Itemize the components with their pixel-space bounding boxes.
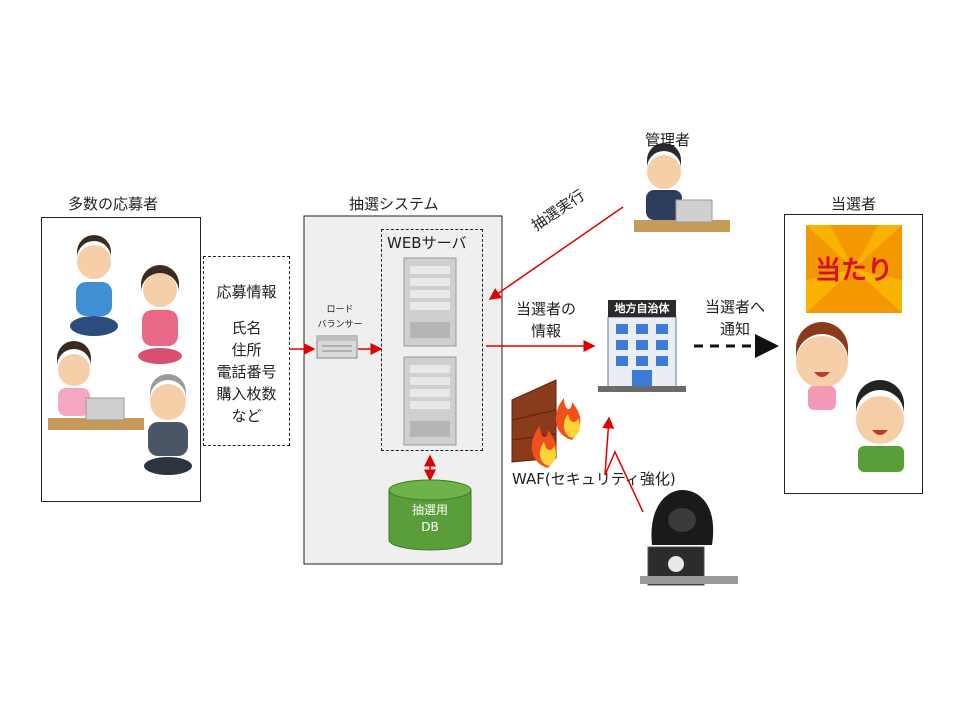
arrow-hacker-tip	[602, 416, 615, 476]
lb-label-line: ロード	[326, 305, 354, 315]
winner-badge	[806, 225, 902, 313]
arrow-hacker-blocked	[604, 450, 644, 513]
applicant-illustration	[144, 374, 192, 475]
applicant-illustration	[48, 341, 144, 430]
info-line: 購入枚数	[216, 385, 277, 403]
db-label-line: DB	[421, 520, 439, 534]
notify-line: 通知	[719, 320, 750, 338]
info-line: 応募情報	[216, 283, 277, 301]
server-icon	[403, 257, 457, 347]
load-balancer-icon	[316, 335, 358, 359]
waf-label: WAF(セキュリティ強化)	[512, 470, 676, 488]
admin-title: 管理者	[645, 131, 691, 149]
winner-badge-text: 当たり	[814, 256, 893, 286]
winner-illustration	[796, 322, 848, 410]
winner-info-line: 情報	[530, 322, 561, 340]
applicants-title: 多数の応募者	[68, 195, 159, 213]
winners-title: 当選者	[831, 195, 877, 213]
info-line: 氏名	[231, 319, 262, 337]
info-line: 住所	[231, 341, 262, 359]
database-icon	[388, 479, 472, 551]
info-line: 電話番号	[216, 363, 277, 381]
web-server-group	[381, 229, 483, 451]
arrow-admin-to-web	[488, 206, 624, 300]
applicant-illustration	[70, 235, 118, 336]
notify-label: 当選者へ 通知	[690, 296, 780, 340]
system-title: 抽選システム	[349, 195, 439, 213]
info-line: など	[231, 407, 262, 425]
winner-info-line: 当選者の	[515, 300, 576, 318]
applicants-panel	[41, 217, 201, 502]
db-label: 抽選用 DB	[389, 502, 471, 536]
load-balancer-label: ロード バランサー	[305, 303, 375, 333]
firewall-icon	[511, 379, 581, 468]
winners-panel	[784, 214, 923, 494]
server-icon	[403, 356, 457, 446]
notify-line: 当選者へ	[704, 298, 765, 316]
web-server-title: WEBサーバ	[387, 234, 467, 252]
hacker-illustration	[640, 490, 738, 586]
applicant-illustration	[138, 265, 182, 364]
application-info-box: 応募情報 氏名 住所 電話番号 購入枚数 など	[203, 256, 290, 446]
municipality-building-icon	[598, 316, 686, 392]
municipality-sign: 地方自治体	[608, 300, 676, 317]
winner-info-label: 当選者の 情報	[506, 298, 586, 342]
lb-label-line: バランサー	[317, 320, 363, 330]
admin-illustration	[634, 143, 730, 232]
winner-illustration	[856, 380, 904, 472]
db-label-line: 抽選用	[411, 503, 448, 517]
